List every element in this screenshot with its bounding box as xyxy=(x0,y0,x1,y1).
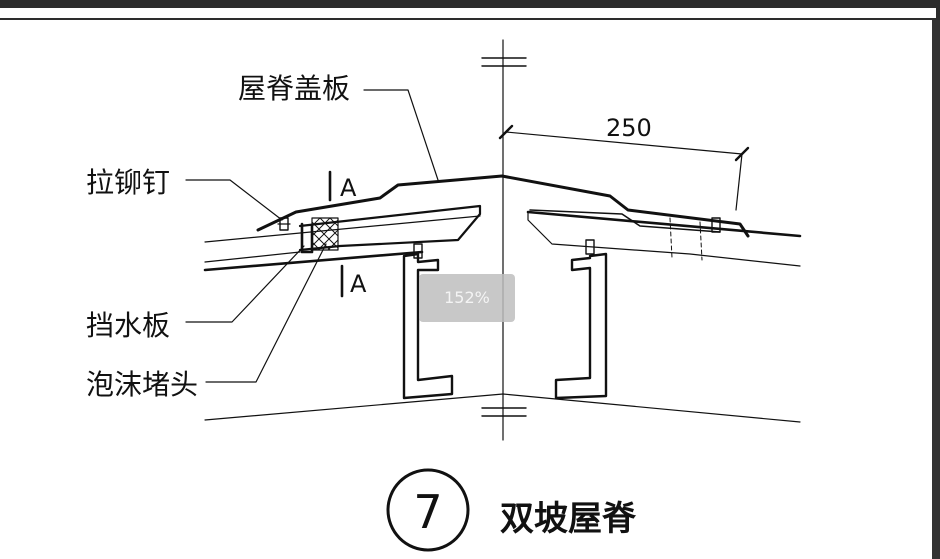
detail-number: 7 xyxy=(413,485,442,539)
dimension-tick-right xyxy=(734,146,750,162)
leader-rivet xyxy=(185,179,283,221)
right-rivet xyxy=(711,217,721,233)
detail-number-circle xyxy=(386,468,470,552)
leader-flashing xyxy=(185,245,305,323)
dimension-extension xyxy=(735,153,743,211)
label-section-top: A xyxy=(340,174,357,202)
dimension-tick-left xyxy=(498,124,514,140)
left-purlin-bolt xyxy=(413,243,423,259)
label-section-bottom: A xyxy=(350,270,367,298)
right-closure-trim-inner xyxy=(529,209,721,233)
label-foam-plug: 泡沫堵头 xyxy=(86,368,198,401)
left-roof-panel-lower xyxy=(203,250,424,272)
zoom-level-badge: 152% xyxy=(419,274,515,322)
right-closure-trim xyxy=(527,211,801,267)
divider-bar xyxy=(0,8,936,18)
label-dimension: 250 xyxy=(606,114,652,142)
scrollbar[interactable] xyxy=(932,20,940,559)
leader-ridge-cover xyxy=(363,89,439,181)
left-roof-panel-base xyxy=(204,251,301,263)
flashing-board xyxy=(300,222,314,254)
ridge-cover-plate xyxy=(256,174,750,238)
left-purlin xyxy=(402,252,454,400)
label-rivet: 拉铆钉 xyxy=(86,166,170,199)
dimension-line xyxy=(505,131,743,155)
leader-foam xyxy=(205,243,327,383)
detail-title: 双坡屋脊 xyxy=(500,499,637,539)
right-purlin-bolt xyxy=(585,239,595,255)
right-roof-panel-upper xyxy=(526,210,802,238)
right-dashed-joint-1 xyxy=(669,217,673,259)
label-ridge-cover: 屋脊盖板 xyxy=(238,72,350,105)
right-dashed-joint-2 xyxy=(699,221,703,261)
foam-hatch xyxy=(311,217,339,251)
left-closure-trim xyxy=(298,204,482,252)
right-purlin xyxy=(554,252,608,400)
label-flashing: 挡水板 xyxy=(86,309,170,342)
lower-roof-line xyxy=(204,393,801,423)
foam-plug xyxy=(311,217,339,251)
left-roof-panel-upper xyxy=(204,215,481,243)
